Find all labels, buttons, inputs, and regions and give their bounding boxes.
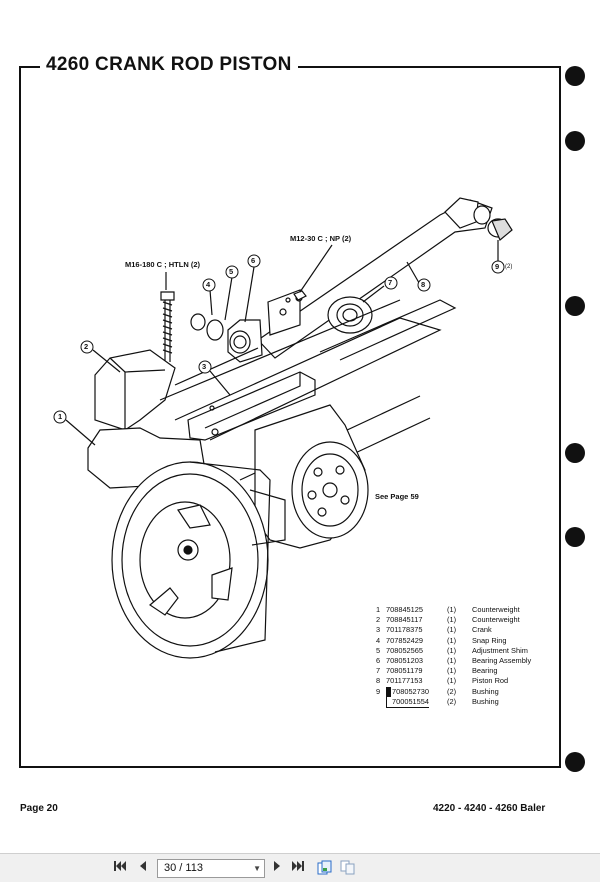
first-page-icon[interactable] (112, 860, 128, 876)
balloon-label: 5 (229, 267, 234, 276)
page-footer-left: Page 20 (20, 803, 58, 814)
balloon-label: 6 (251, 256, 256, 265)
balloon-label: 8 (421, 280, 426, 289)
balloon-label: 1 (58, 412, 63, 421)
viewer-toolbar: 30 / 113 ▼ (0, 853, 600, 882)
page-footer-right: 4220 - 4240 - 4260 Baler (433, 803, 546, 814)
binder-hole (565, 131, 585, 151)
last-page-icon[interactable] (290, 860, 306, 876)
balloon-label: 9 (495, 262, 500, 271)
prev-page-icon[interactable] (136, 860, 150, 876)
binder-hole (565, 443, 585, 463)
callout-m12: M12-30 C ; NP (2) (290, 234, 352, 243)
balloon-label: 4 (206, 280, 211, 289)
binder-hole (565, 527, 585, 547)
balloon-label: 3 (202, 362, 207, 371)
next-page-icon[interactable] (270, 860, 284, 876)
page-title: 4260 CRANK ROD PISTON (40, 54, 298, 76)
page-number-field[interactable]: 30 / 113 ▼ (157, 859, 265, 878)
balloon-qty: (2) (505, 264, 513, 270)
view-mode-icon[interactable] (340, 860, 355, 875)
binder-hole (565, 66, 585, 86)
exploded-view-diagram (53, 197, 513, 659)
balloon-label: 7 (388, 278, 393, 287)
binder-hole (565, 752, 585, 772)
binder-hole (565, 296, 585, 316)
callout-see-page: See Page 59 (375, 492, 419, 501)
callout-m16: M16-180 C ; HTLN (2) (125, 260, 201, 269)
balloon-label: 2 (84, 342, 89, 351)
copy-page-icon[interactable] (317, 860, 332, 875)
chevron-down-icon[interactable]: ▼ (253, 864, 261, 873)
document-page: 4260 CRANK ROD PISTON (19, 54, 585, 814)
